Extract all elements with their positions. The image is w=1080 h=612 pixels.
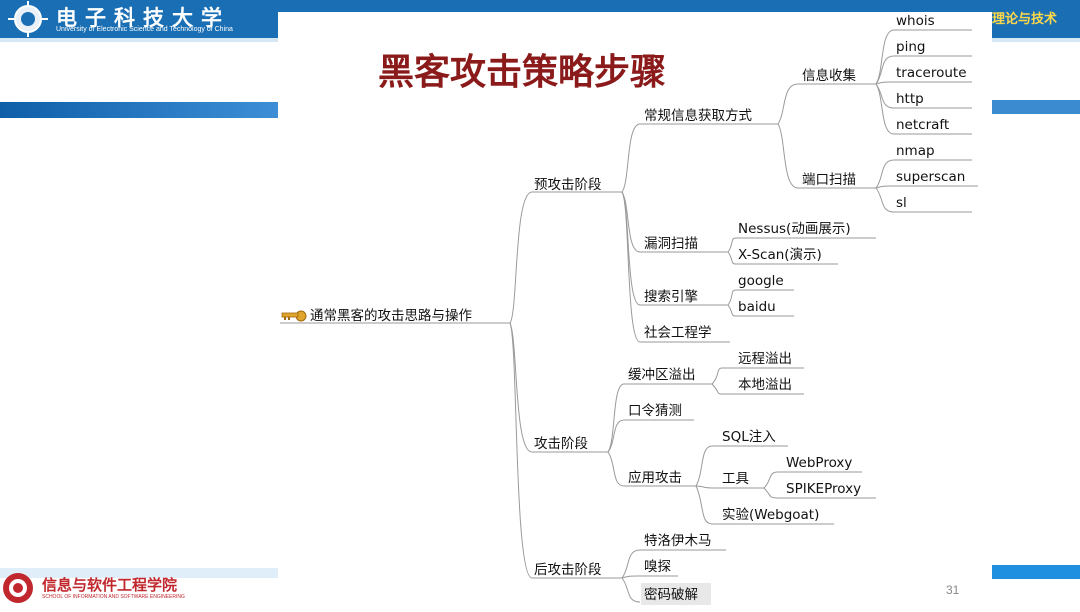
node-post-attack: 后攻击阶段 — [534, 562, 602, 578]
node-conventional-info: 常规信息获取方式 — [644, 107, 752, 124]
slide-content: 黑客攻击策略步骤 通常黑客的攻击思路与操作 预攻击阶段 常规信息获取方式 信息收… — [278, 12, 992, 607]
node-remote-overflow: 远程溢出 — [738, 351, 792, 367]
node-local-overflow: 本地溢出 — [738, 377, 792, 393]
node-attack: 攻击阶段 — [534, 436, 588, 452]
node-whois: whois — [896, 13, 935, 29]
node-http: http — [896, 91, 924, 107]
node-app-attack: 应用攻击 — [628, 469, 682, 486]
emblem-icon — [8, 1, 48, 37]
node-port-scan: 端口扫描 — [802, 172, 856, 188]
node-buffer-overflow: 缓冲区溢出 — [628, 367, 696, 383]
node-spikeproxy: SPIKEProxy — [786, 481, 861, 497]
node-sl: sl — [896, 195, 907, 211]
node-nessus: Nessus(动画展示) — [738, 221, 851, 237]
node-search-engine: 搜索引擎 — [644, 289, 698, 305]
node-password-guess: 口令猜测 — [628, 403, 682, 419]
node-pre-attack: 预攻击阶段 — [534, 177, 602, 193]
slide-title: 黑客攻击策略步骤 — [378, 52, 666, 93]
node-lab-webgoat: 实验(Webgoat) — [722, 507, 819, 523]
node-nmap: nmap — [896, 143, 935, 159]
logo-english-name: University of Electronic Science and Tec… — [56, 26, 233, 33]
node-password-crack: 密码破解 — [644, 586, 698, 603]
page-number: 31 — [946, 583, 960, 597]
node-tools: 工具 — [722, 471, 749, 487]
node-webproxy: WebProxy — [786, 455, 852, 471]
highlight-box — [641, 583, 711, 605]
right-accent-strip — [992, 100, 1080, 114]
university-logo: 电子科技大学 University of Electronic Science … — [0, 0, 278, 38]
node-traceroute: traceroute — [896, 65, 967, 81]
node-vuln-scan: 漏洞扫描 — [644, 236, 698, 252]
key-icon — [281, 310, 307, 322]
node-baidu: baidu — [738, 299, 776, 315]
school-chinese-name: 信息与软件工程学院 — [42, 577, 178, 594]
header-right-tag: 理论与技术 — [992, 6, 1080, 34]
logo-chinese-name: 电子科技大学 — [56, 5, 230, 30]
node-google: google — [738, 273, 784, 289]
left-accent-strip — [0, 102, 278, 118]
node-xscan: X-Scan(演示) — [738, 247, 822, 263]
node-sql-injection: SQL注入 — [722, 429, 776, 445]
school-logo: 信息与软件工程学院 SCHOOL OF INFORMATION AND SOFT… — [0, 570, 278, 607]
node-superscan: superscan — [896, 169, 965, 185]
root-node: 通常黑客的攻击思路与操作 — [310, 307, 472, 324]
node-sniffing: 嗅探 — [644, 559, 672, 575]
node-netcraft: netcraft — [896, 117, 949, 133]
school-english-name: SCHOOL OF INFORMATION AND SOFTWARE ENGIN… — [42, 594, 185, 600]
mindmap: 黑客攻击策略步骤 通常黑客的攻击思路与操作 预攻击阶段 常规信息获取方式 信息收… — [280, 13, 978, 605]
left-footer-strip — [0, 568, 278, 578]
right-footer-strip — [992, 565, 1080, 579]
node-ping: ping — [896, 39, 925, 55]
node-social-engineering: 社会工程学 — [644, 325, 712, 341]
school-emblem-icon — [3, 573, 33, 603]
node-info-gathering: 信息收集 — [802, 67, 856, 84]
node-trojan: 特洛伊木马 — [644, 533, 712, 549]
